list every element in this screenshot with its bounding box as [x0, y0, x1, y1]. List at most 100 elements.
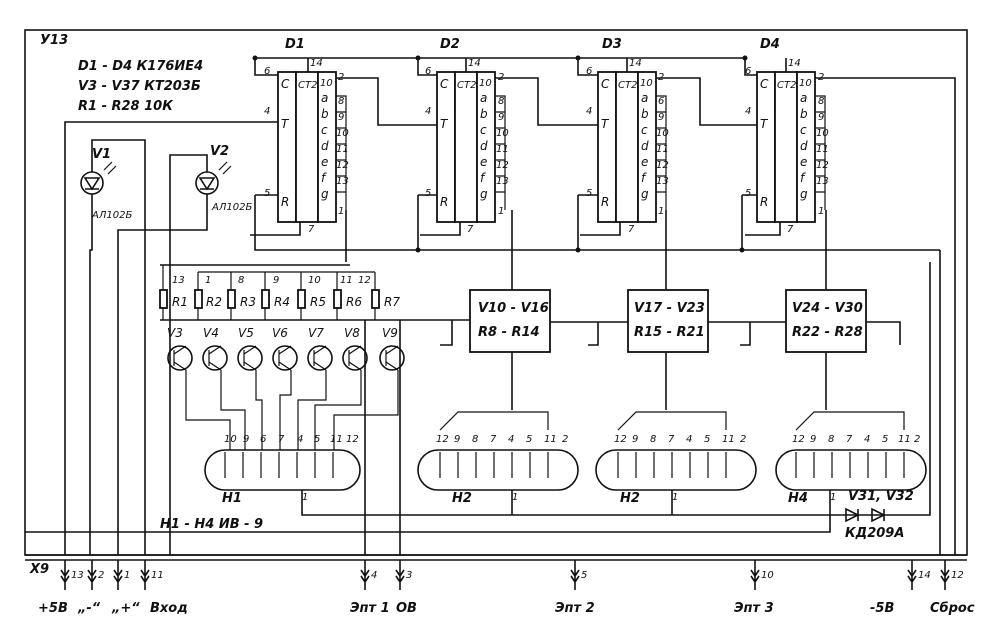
- driver-block-3: V24 - V30 R22 - R28: [785, 289, 867, 353]
- svg-text:f: f: [641, 171, 647, 185]
- svg-text:11: 11: [496, 144, 509, 155]
- svg-text:d: d: [800, 139, 808, 153]
- led-type: АЛ102Б: [211, 202, 252, 213]
- svg-text:4: 4: [745, 106, 751, 117]
- svg-text:9: 9: [658, 112, 664, 123]
- svg-text:5: 5: [586, 188, 592, 199]
- svg-text:1: 1: [512, 492, 518, 503]
- resistor-ref: R2: [206, 295, 222, 309]
- svg-text:10: 10: [799, 78, 812, 89]
- svg-text:2: 2: [914, 434, 920, 445]
- led-V2: V2 АЛ102Б: [195, 144, 252, 213]
- legend-line-2: V3 - V37 КТ203Б: [78, 79, 201, 94]
- svg-text:8: 8: [338, 96, 344, 107]
- transistor-ref: V6: [272, 326, 288, 340]
- svg-text:12: 12: [816, 160, 829, 171]
- svg-text:13: 13: [172, 275, 185, 286]
- svg-text:a: a: [800, 91, 807, 105]
- svg-text:10: 10: [640, 78, 653, 89]
- counter-D1: D1 C T R CT2 6 4 5 14 2 7 a b c d e f g …: [264, 37, 349, 235]
- svg-text:7: 7: [846, 434, 853, 445]
- svg-text:9: 9: [498, 112, 504, 123]
- transistor-ref: V3: [167, 326, 183, 340]
- svg-text:7: 7: [490, 434, 497, 445]
- svg-text:c: c: [480, 123, 487, 137]
- svg-text:c: c: [641, 123, 648, 137]
- connector-pin-number: 13: [71, 570, 84, 581]
- svg-text:c: c: [800, 123, 807, 137]
- legend-line-1: D1 - D4 К176ИЕ4: [78, 59, 203, 74]
- svg-text:g: g: [321, 187, 329, 201]
- svg-text:d: d: [641, 139, 649, 153]
- indicator-H2b: 12 9 8 7 4 5 11 2 H2 1: [595, 411, 757, 506]
- led-wiring: [64, 121, 278, 555]
- pin-label: R: [281, 195, 289, 209]
- connector-ref: X9: [29, 562, 49, 577]
- svg-text:11: 11: [544, 434, 557, 445]
- svg-text:1: 1: [338, 206, 344, 217]
- svg-text:11: 11: [898, 434, 911, 445]
- svg-text:10: 10: [320, 78, 333, 89]
- counter-D4: D4 C T R CT2 6 4 5 14 2 7 a b c d e f g …: [745, 37, 829, 235]
- svg-text:b: b: [480, 107, 488, 121]
- svg-text:a: a: [321, 91, 328, 105]
- transistor-row: V3 V4 V5 V6 V7 V8 V9: [167, 320, 405, 555]
- connector-X9: X9: [25, 554, 967, 577]
- resistor-ref: R7: [384, 295, 400, 309]
- resistor-row: 13 1 8 9 10 11 12 R1 R2 R3 R4 R5 R6 R7: [159, 264, 450, 321]
- svg-text:12: 12: [614, 434, 627, 445]
- svg-text:5: 5: [264, 188, 270, 199]
- svg-text:12: 12: [336, 160, 349, 171]
- svg-text:7: 7: [308, 224, 315, 235]
- svg-text:R8 - R14: R8 - R14: [478, 325, 540, 340]
- svg-text:T: T: [440, 117, 449, 131]
- svg-text:10: 10: [308, 275, 321, 286]
- svg-text:g: g: [800, 187, 808, 201]
- svg-text:1: 1: [818, 206, 824, 217]
- counter-ref: D2: [440, 37, 460, 52]
- svg-text:13: 13: [656, 176, 669, 187]
- svg-text:d: d: [321, 139, 329, 153]
- svg-text:2: 2: [740, 434, 746, 445]
- led-ref: V2: [210, 144, 229, 159]
- svg-text:g: g: [641, 187, 649, 201]
- transistor-ref: V5: [238, 326, 254, 340]
- diode-ref: V31, V32: [848, 489, 914, 504]
- connector-pin-number: 4: [371, 570, 377, 581]
- svg-text:6: 6: [586, 66, 592, 77]
- indicator-ref: H4: [788, 491, 808, 506]
- indicator-H4: 12 9 8 7 4 5 11 2 H4 1: [775, 411, 927, 506]
- svg-text:T: T: [601, 117, 610, 131]
- led-ref: V1: [92, 147, 111, 162]
- svg-text:8: 8: [818, 96, 824, 107]
- svg-text:d: d: [480, 139, 488, 153]
- svg-text:C: C: [760, 77, 769, 91]
- counter-ref: D1: [285, 37, 305, 52]
- svg-text:1: 1: [205, 275, 211, 286]
- svg-text:CT2: CT2: [618, 80, 637, 91]
- connector-pin: 14-5В: [870, 560, 931, 616]
- transistor-ref: V8: [344, 326, 360, 340]
- svg-text:2: 2: [562, 434, 568, 445]
- svg-text:4: 4: [508, 434, 514, 445]
- svg-text:5: 5: [314, 434, 320, 445]
- svg-text:13: 13: [496, 176, 509, 187]
- connector-pin-number: 11: [151, 570, 164, 581]
- svg-text:CT2: CT2: [777, 80, 796, 91]
- svg-text:V10 - V16: V10 - V16: [478, 301, 549, 316]
- svg-text:e: e: [480, 155, 487, 169]
- svg-text:12: 12: [792, 434, 805, 445]
- svg-text:R22 - R28: R22 - R28: [792, 325, 863, 340]
- indicator-ref: H2: [452, 491, 472, 506]
- connector-pin-number: 12: [951, 570, 964, 581]
- svg-text:12: 12: [358, 275, 371, 286]
- svg-text:5: 5: [704, 434, 710, 445]
- svg-text:11: 11: [722, 434, 735, 445]
- svg-text:5: 5: [425, 188, 431, 199]
- svg-text:12: 12: [656, 160, 669, 171]
- indicator-H1: 10 9 6 7 4 5 11 12 H1 1: [204, 434, 361, 506]
- counter-ref: D3: [602, 37, 622, 52]
- svg-text:a: a: [480, 91, 487, 105]
- connector-pin-label: Эпт 2: [555, 601, 595, 616]
